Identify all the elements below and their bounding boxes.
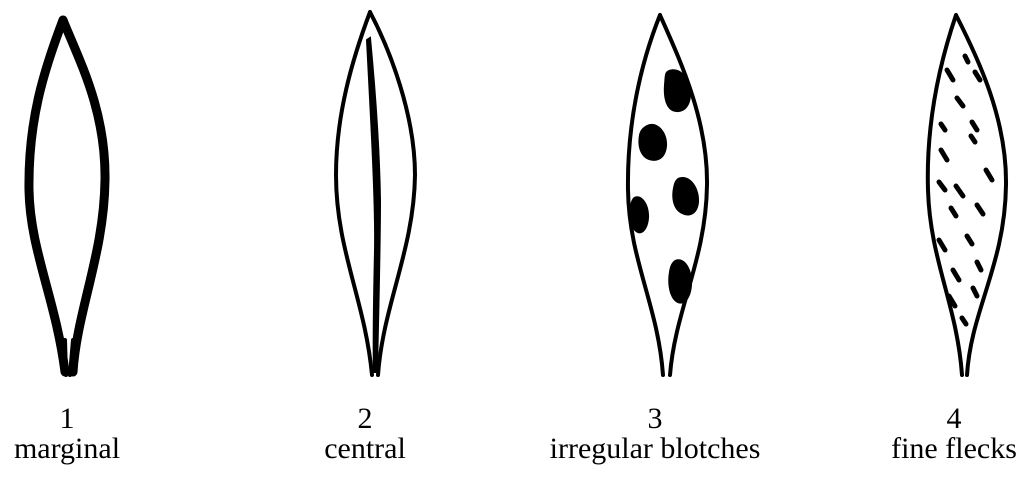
- fleck: [975, 72, 980, 80]
- panel-fine-flecks: 4 fine flecks: [829, 0, 1034, 477]
- fleck: [939, 240, 945, 250]
- leaf-marginal-outline: [29, 20, 105, 372]
- blotch-2: [638, 124, 667, 161]
- blotch-5: [668, 259, 692, 303]
- panel-label: irregular blotches: [530, 434, 780, 464]
- leaf-marginal-petiole: [65, 340, 73, 375]
- panel-label: central: [240, 434, 490, 464]
- fleck: [956, 186, 963, 196]
- panel-number: 2: [240, 404, 490, 434]
- fleck: [962, 318, 966, 324]
- fleck: [939, 182, 945, 190]
- fleck: [977, 205, 983, 214]
- panel-irregular-blotches: 3 irregular blotches: [530, 0, 780, 477]
- fleck: [957, 98, 963, 106]
- leaf-blotches-drawing: [530, 0, 780, 395]
- panel-marginal: 1 marginal: [0, 0, 192, 477]
- fleck: [967, 236, 972, 244]
- leaf-flecks-drawing: [829, 0, 1034, 395]
- leaf-marginal-drawing: [0, 0, 192, 395]
- panel-label: fine flecks: [829, 434, 1034, 464]
- fleck: [965, 56, 968, 62]
- fleck: [953, 270, 959, 280]
- panel-central: 2 central: [240, 0, 490, 477]
- panel-number: 4: [829, 404, 1034, 434]
- fleck: [941, 150, 947, 160]
- fleck: [977, 262, 981, 270]
- caption-irregular-blotches: 3 irregular blotches: [530, 404, 780, 464]
- leaf-central-midrib: [367, 38, 380, 372]
- fleck: [973, 288, 977, 296]
- leaf-central-drawing: [240, 0, 490, 395]
- fleck: [951, 208, 956, 216]
- fleck: [971, 136, 975, 142]
- blotch-3: [672, 177, 699, 215]
- fleck: [972, 122, 977, 130]
- blotch-4: [630, 196, 649, 233]
- caption-central: 2 central: [240, 404, 490, 464]
- panel-number: 1: [0, 404, 192, 434]
- fleck: [947, 70, 953, 80]
- caption-marginal: 1 marginal: [0, 404, 192, 464]
- fleck: [941, 124, 945, 130]
- caption-fine-flecks: 4 fine flecks: [829, 404, 1034, 464]
- fleck: [986, 170, 992, 180]
- panel-label: marginal: [0, 434, 192, 464]
- panel-number: 3: [530, 404, 780, 434]
